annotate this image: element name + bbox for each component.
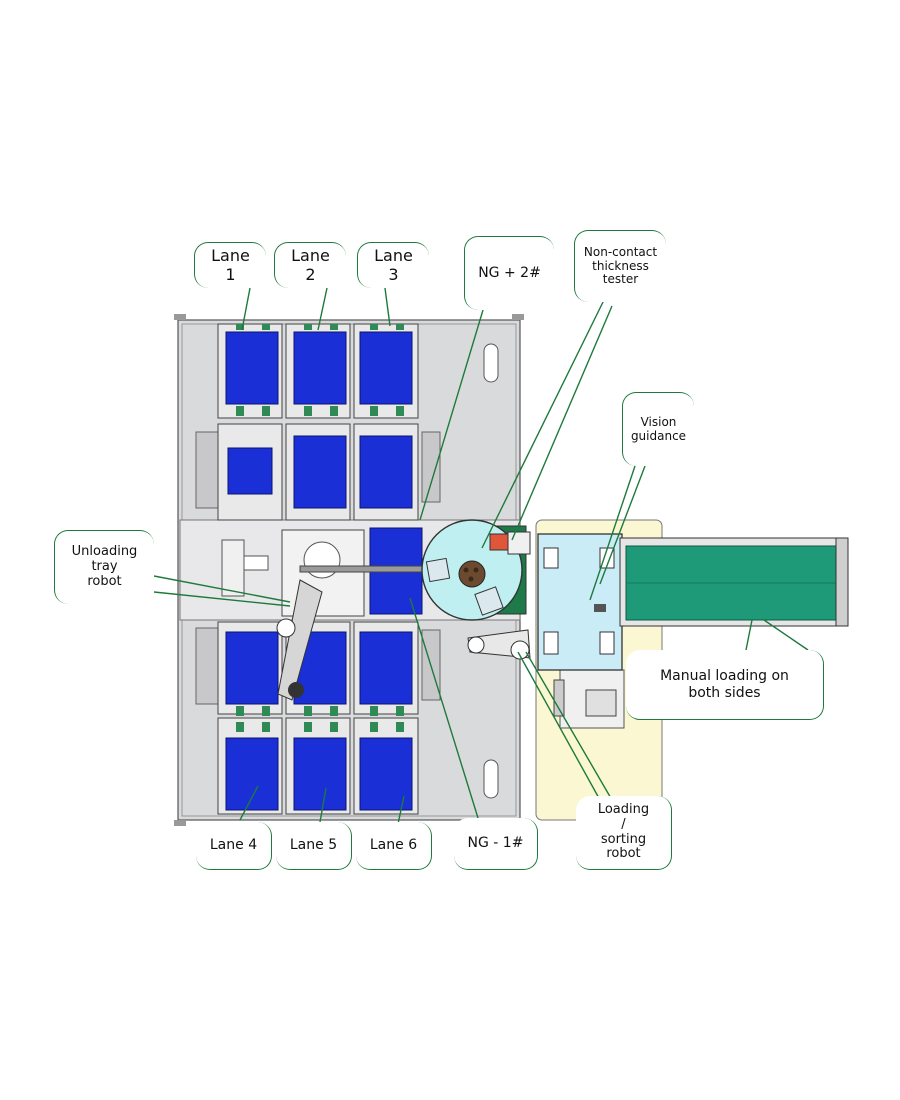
- ng-2-block: [369, 527, 423, 571]
- vision-guidance-text: Vision guidance: [630, 414, 687, 443]
- tray-grid: [217, 323, 419, 815]
- lane-2-label: Lane 2: [274, 242, 346, 288]
- lane-5-text: Lane 5: [289, 837, 338, 854]
- unloading-robot-label: Unloading tray robot: [54, 530, 154, 604]
- lane-3-label: Lane 3: [357, 242, 429, 288]
- lane-6-text: Lane 6: [369, 837, 418, 854]
- rotary-table: [421, 519, 531, 621]
- vision-guidance-label: Vision guidance: [622, 392, 694, 466]
- lane-4-label: Lane 4: [196, 822, 272, 870]
- manual-loading-text: Manual loading on both sides: [660, 668, 789, 701]
- unloading-robot-text: Unloading tray robot: [71, 544, 138, 589]
- lane-5-label: Lane 5: [276, 822, 352, 870]
- lane-2-text: Lane 2: [291, 246, 330, 284]
- noncontact-tester-text: Non-contact thickness tester: [583, 244, 658, 287]
- noncontact-tester-label: Non-contact thickness tester: [574, 230, 666, 302]
- conveyor: [619, 537, 849, 627]
- manual-loading-label: Manual loading on both sides: [626, 650, 824, 720]
- lane-4-text: Lane 4: [209, 837, 258, 854]
- lane-6-label: Lane 6: [356, 822, 432, 870]
- ng-1-label: NG - 1#: [454, 818, 538, 870]
- ng-1-text: NG - 1#: [467, 835, 524, 852]
- ng-1-block: [369, 571, 423, 615]
- lane-1-text: Lane 1: [211, 246, 250, 284]
- vision-station: [537, 533, 623, 671]
- ng-2-text: NG + 2#: [478, 265, 541, 282]
- unloading-robot: [276, 529, 427, 701]
- loading-sorting-robot-text: Loading / sorting robot: [597, 801, 650, 862]
- ng-2-label: NG + 2#: [464, 236, 554, 310]
- ng-stations: [369, 527, 423, 615]
- loading-sorting-robot-label: Loading / sorting robot: [576, 796, 672, 870]
- lane-3-text: Lane 3: [374, 246, 413, 284]
- leader-lines: [153, 287, 809, 825]
- thickness-tester-head: [489, 533, 509, 551]
- lane-1-label: Lane 1: [194, 242, 266, 288]
